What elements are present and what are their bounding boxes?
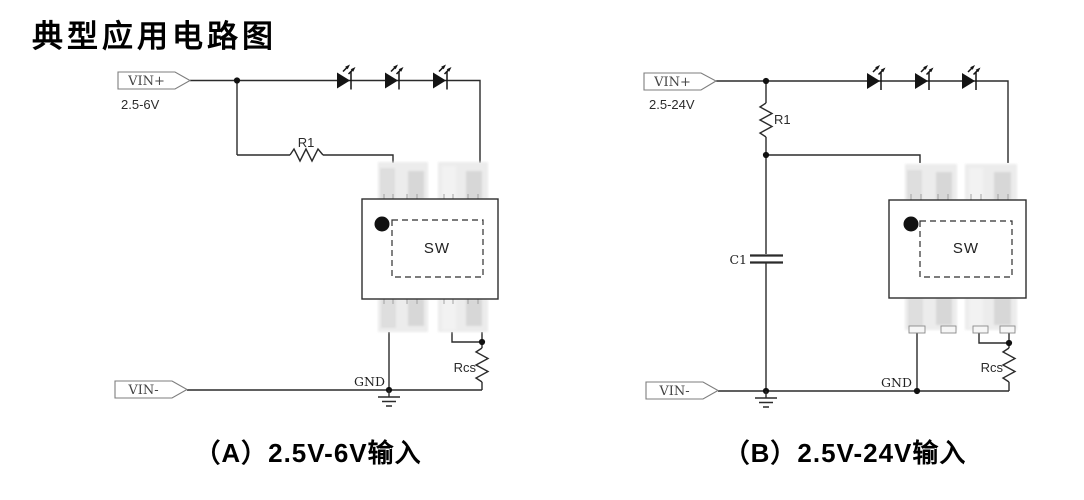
ic-pads-top-b (905, 164, 1017, 200)
pin1-marker-icon (374, 216, 390, 232)
rcs-label-a: Rcs (454, 360, 477, 375)
junction-dot (913, 387, 921, 395)
ic-die-outline-a (391, 219, 484, 278)
ic-pin-ticks-a (383, 194, 479, 304)
chip-label-a: SW (424, 240, 450, 257)
vin-minus-label-b: VIN- (658, 384, 689, 399)
vin-minus-connector-b (645, 381, 720, 400)
ic-pin-foot (999, 325, 1016, 334)
gnd-label-a: GND (354, 374, 385, 389)
ic-body-a (361, 198, 499, 300)
rcs-label-b: Rcs (981, 360, 1004, 375)
vin-plus-connector-a (117, 71, 192, 90)
wire-r1-branch-a (236, 80, 394, 163)
vin-minus-label-a: VIN- (127, 383, 158, 398)
page-title: 典型应用电路图 (32, 19, 277, 55)
caption-a: （A）2.5V-6V输入 (194, 438, 421, 468)
ic-die-outline-b (919, 220, 1013, 278)
r1-label-b: R1 (774, 112, 791, 127)
led-icon (384, 63, 405, 91)
junction-dot (762, 151, 770, 159)
ic-pin-ticks-b (910, 194, 1009, 200)
led-icon (336, 63, 357, 91)
ic-pads-bottom-a (378, 299, 488, 332)
chip-label-b: SW (953, 240, 979, 257)
junction-dot (1005, 339, 1013, 347)
junction-dot (478, 338, 486, 346)
circuit-b: SW VIN+ 2.5-24V R1 C1 Rcs GND VIN- （B）2.… (643, 64, 1027, 468)
wire-top-rail-a (190, 79, 481, 163)
ic-pin-foot (908, 325, 926, 334)
caption-b: （B）2.5V-24V输入 (724, 438, 967, 468)
led-icon (961, 64, 982, 91)
wire-vdd-branch-b (766, 154, 921, 163)
pin1-marker-icon (903, 216, 919, 232)
resistor-rcs-icon (1002, 347, 1016, 383)
ic-pin-foot (972, 325, 989, 334)
junction-dot (233, 77, 241, 84)
junction-dot (762, 77, 770, 85)
resistor-rcs-icon (475, 347, 489, 383)
ic-pin-foot (940, 325, 957, 334)
ic-pads-bottom-b (905, 298, 1017, 330)
vin-plus-label-b: VIN+ (653, 75, 691, 90)
led-icon (432, 63, 453, 91)
ground-icon (377, 389, 401, 407)
circuit-a: SW VIN+ 2.5-6V R1 Rcs GND VIN- （A）2.5V-6… (114, 63, 499, 468)
ic-package-a: SW (361, 162, 499, 332)
c1-label-b: C1 (729, 252, 747, 267)
wire-cs-pins-a (451, 332, 483, 348)
voltage-range-label-a: 2.5-6V (121, 97, 160, 112)
wire-top-rail-b (716, 80, 1009, 163)
ic-pads-top-a (378, 162, 488, 199)
vin-plus-connector-b (643, 72, 718, 91)
capacitor-c1-icon (750, 254, 783, 264)
r1-label-a: R1 (298, 135, 315, 150)
resistor-r1-icon (759, 102, 773, 138)
voltage-range-label-b: 2.5-24V (649, 97, 695, 112)
resistor-r1-icon (289, 148, 324, 162)
vin-plus-label-a: VIN+ (127, 74, 165, 89)
vin-minus-connector-a (114, 380, 189, 399)
ic-body-b (888, 199, 1027, 299)
ic-package-b: SW (888, 164, 1027, 334)
led-icon (866, 64, 887, 91)
led-icon (914, 64, 935, 91)
ground-icon (754, 390, 778, 408)
gnd-label-b: GND (881, 375, 912, 390)
